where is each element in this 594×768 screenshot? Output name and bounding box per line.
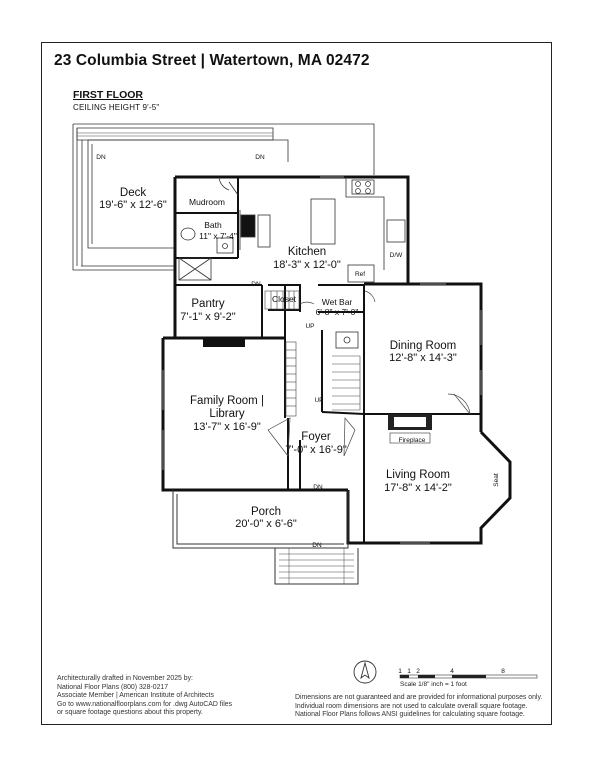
porch-steps: [279, 548, 354, 584]
family-room-header: [203, 338, 245, 347]
refrigerator-label: Ref: [355, 271, 365, 278]
kitchen-dn-label: DN: [251, 281, 261, 288]
dishwasher-label: D/W: [390, 252, 404, 259]
kitchen-name: Kitchen: [288, 246, 326, 258]
drafter-line: Associate Member | American Institute of…: [57, 692, 214, 700]
kitchen-dim: 18'-3" x 12'-0": [273, 259, 341, 271]
scale-caption: Scale 1/8" inch = 1 foot: [400, 681, 467, 688]
floor-label: FIRST FLOOR: [73, 89, 143, 101]
dimension-disclaimer: Dimensions are not guaranteed and are pr…: [295, 694, 545, 720]
porch-name: Porch: [251, 506, 281, 518]
deck-name: Deck: [120, 187, 146, 199]
family-room-dim: 13'-7" x 16'-9": [193, 421, 261, 433]
deck-dim: 19'-6" x 12'-6": [99, 199, 167, 211]
door-swings: [267, 290, 471, 457]
kitchen-fixtures: [218, 176, 406, 283]
scale-tick-1b: 1: [407, 668, 411, 675]
closet-name: Closet: [272, 294, 297, 304]
drafter-credit: Architecturally drafted in November 2025…: [57, 675, 232, 718]
drafter-line: National Floor Plans (800) 328-0217: [57, 683, 169, 691]
disclaimer-line: Individual room dimensions are not used …: [295, 702, 528, 710]
scale-tick-4: 4: [450, 668, 454, 675]
deck-steps: [77, 132, 273, 137]
plan-sheet-border: [41, 42, 552, 725]
pantry-name: Pantry: [191, 298, 224, 310]
pantry-dim: 7'-1" x 9'-2": [180, 311, 236, 323]
dining-room-dim: 12'-8" x 14'-3": [389, 352, 457, 364]
drafter-line: Go to www.nationalfloorplans.com for .dw…: [57, 700, 233, 708]
deck-outline: [72, 123, 375, 271]
porch-dim: 20'-0" x 6'-6": [235, 518, 297, 530]
wet-bar-name: Wet Bar: [322, 297, 353, 307]
drafter-line: or square footage questions about this p…: [57, 709, 203, 717]
wet-bar-up-label: UP: [305, 323, 314, 330]
scale-bar: [399, 674, 538, 679]
living-room-name: Living Room: [386, 469, 450, 481]
mudroom-name: Mudroom: [189, 197, 225, 207]
bath-dim: 11" x 7'-4": [199, 231, 237, 241]
range-burners: [355, 181, 371, 194]
disclaimer-line: Dimensions are not guaranteed and are pr…: [295, 694, 543, 701]
disclaimer-line: National Floor Plans follows ANSI guidel…: [295, 711, 525, 719]
interior-stairs: [264, 290, 361, 417]
foyer-dim: 7'-0" x 16'-9": [285, 444, 347, 456]
drafter-line: Architecturally drafted in November 2025…: [57, 675, 193, 682]
foyer-name: Foyer: [301, 431, 331, 443]
family-room-name-line1: Family Room |: [190, 395, 264, 407]
bay-seat-label: Seat: [493, 473, 500, 487]
north-arrow-icon: [353, 660, 377, 684]
bath-name: Bath: [204, 220, 222, 230]
family-room-name-line2: Library: [209, 408, 244, 420]
dining-room-name: Dining Room: [390, 340, 456, 352]
wet-bar-sink: [335, 331, 359, 349]
property-address-title: 23 Columbia Street | Watertown, MA 02472: [54, 52, 370, 69]
foyer-up-label: UP: [314, 397, 323, 404]
bath-fixtures: [178, 227, 234, 281]
ceiling-height-label: CEILING HEIGHT 9'-5": [73, 103, 160, 112]
fireplace-label: Fireplace: [399, 437, 426, 444]
wet-bar-dim: 6'-8" x 7'-0": [316, 307, 359, 317]
scale-tick-2: 2: [416, 668, 420, 675]
deck-dn-label-left: DN: [96, 154, 106, 161]
living-room-dim: 17'-8" x 14'-2": [384, 482, 452, 494]
porch-outline: [172, 490, 359, 585]
scale-tick-8: 8: [501, 668, 505, 675]
porch-dn-label: DN: [312, 542, 322, 549]
windows: [162, 176, 482, 544]
scale-tick-1a: 1: [398, 668, 402, 675]
foyer-dn-label: DN: [313, 484, 323, 491]
fireplace: [388, 414, 432, 444]
deck-dn-label-right: DN: [255, 154, 265, 161]
